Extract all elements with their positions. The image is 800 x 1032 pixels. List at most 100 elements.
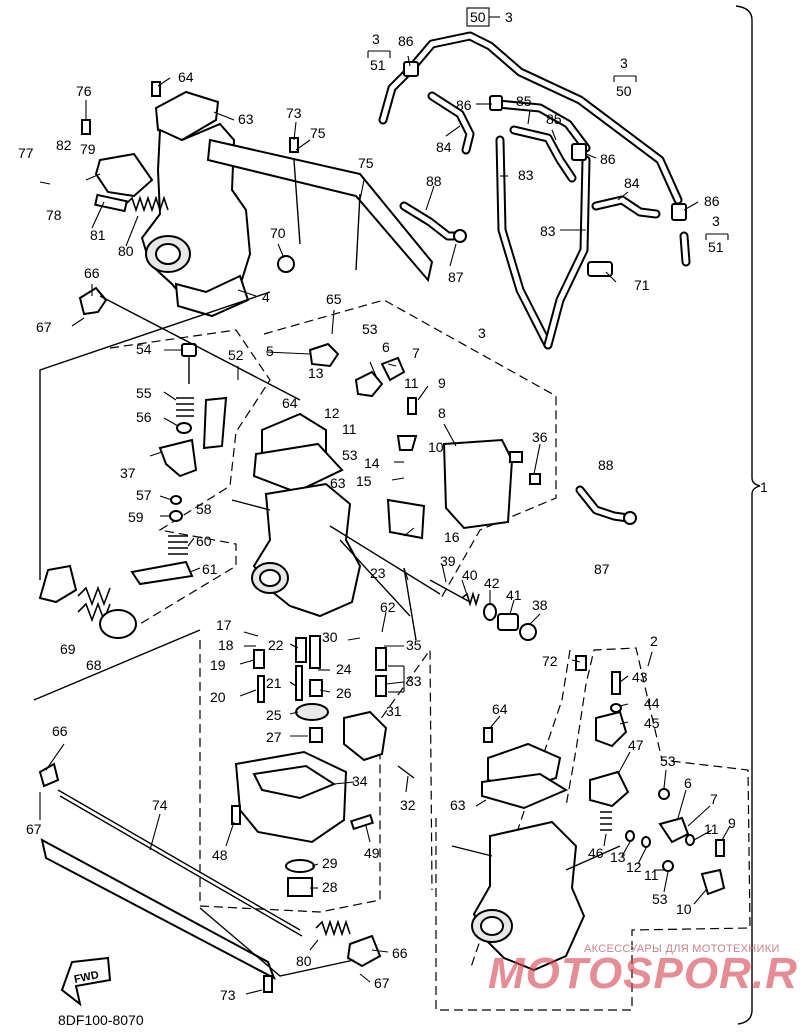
callout-66: 66 xyxy=(52,723,68,739)
callout-43: 43 xyxy=(632,669,648,685)
callout-37: 37 xyxy=(120,465,136,481)
callout-60: 60 xyxy=(196,533,212,549)
callout-64: 64 xyxy=(282,395,298,411)
callout-53: 53 xyxy=(652,891,668,907)
callout-76: 76 xyxy=(76,83,92,99)
callout-1: 1 xyxy=(760,479,768,495)
vent-hoses xyxy=(378,31,691,525)
throttle-shaft xyxy=(38,762,382,993)
callout-70: 70 xyxy=(270,225,286,241)
callout-12: 12 xyxy=(324,405,340,421)
callout-25: 25 xyxy=(266,707,282,723)
callout-18: 18 xyxy=(218,637,234,653)
callout-9: 9 xyxy=(438,375,446,391)
callout-22: 22 xyxy=(268,637,284,653)
callout-63: 63 xyxy=(330,475,346,491)
callout-53: 53 xyxy=(660,753,676,769)
callout-75: 75 xyxy=(310,125,326,141)
callout-30: 30 xyxy=(322,629,338,645)
callout-67: 67 xyxy=(374,975,390,991)
callout-88: 88 xyxy=(598,457,614,473)
callout-87: 87 xyxy=(448,269,464,285)
leader-lines xyxy=(39,55,731,995)
callout-34: 34 xyxy=(352,773,368,789)
callout-72: 72 xyxy=(542,653,558,669)
callout-29: 29 xyxy=(322,855,338,871)
callout-59: 59 xyxy=(128,509,144,525)
callout-11: 11 xyxy=(404,375,419,391)
connecting-lines xyxy=(33,291,301,701)
callout-12: 12 xyxy=(626,859,642,875)
callout-14: 14 xyxy=(364,455,380,471)
callout-78: 78 xyxy=(46,207,62,223)
callout-85: 85 xyxy=(546,111,562,127)
callout-67: 67 xyxy=(26,821,42,837)
callout-77: 77 xyxy=(18,145,34,161)
callout-71: 71 xyxy=(634,277,650,293)
callout-31: 31 xyxy=(386,703,402,719)
callout-55: 55 xyxy=(136,385,152,401)
callout-3: 3 xyxy=(478,325,486,341)
callout-63: 63 xyxy=(238,111,254,127)
callout-27: 27 xyxy=(266,729,282,745)
callout-87: 87 xyxy=(594,561,610,577)
callout-86: 86 xyxy=(456,97,472,113)
callout-28: 28 xyxy=(322,879,338,895)
callout-86: 86 xyxy=(600,151,616,167)
callout-2: 2 xyxy=(650,633,658,649)
callout-35: 35 xyxy=(406,637,422,653)
callout-42: 42 xyxy=(484,575,500,591)
callout-13: 13 xyxy=(610,849,626,865)
callout-10: 10 xyxy=(428,439,444,455)
callout-7: 7 xyxy=(710,791,718,807)
callout-80: 80 xyxy=(296,953,312,969)
callout-83: 83 xyxy=(540,223,556,239)
callout-52: 52 xyxy=(228,347,244,363)
callout-82: 82 xyxy=(56,137,72,153)
callout-57: 57 xyxy=(136,487,152,503)
top-carburetor xyxy=(78,81,434,318)
middle-carburetor-exploded xyxy=(38,299,557,913)
callout-65: 65 xyxy=(326,291,342,307)
callout-79: 79 xyxy=(80,141,96,157)
callout-73: 73 xyxy=(220,987,236,1003)
watermark-brand: MOTOSPOR.RU xyxy=(488,949,800,998)
callout-74: 74 xyxy=(152,797,168,813)
fwd-arrow: FWD xyxy=(60,956,112,1007)
callout-51: 51 xyxy=(708,239,724,255)
callout-48: 48 xyxy=(212,847,228,863)
watermark: АКСЕССУАРЫ ДЛЯ МОТОТЕХНИКИ MOTOSPOR.RU xyxy=(488,943,800,1023)
callout-15: 15 xyxy=(356,473,372,489)
callout-88: 88 xyxy=(426,173,442,189)
callout-75: 75 xyxy=(358,155,374,171)
callout-53: 53 xyxy=(342,447,358,463)
callout-58: 58 xyxy=(196,501,212,517)
callout-39: 39 xyxy=(440,553,456,569)
callout-40: 40 xyxy=(462,567,478,583)
callout-66: 66 xyxy=(392,945,408,961)
callout-36: 36 xyxy=(532,429,548,445)
fwd-label: FWD xyxy=(73,969,100,986)
callout-8: 8 xyxy=(438,405,446,421)
callout-6: 6 xyxy=(382,339,390,355)
callout-17: 17 xyxy=(216,617,232,633)
callout-41: 41 xyxy=(506,587,522,603)
callout-3: 3 xyxy=(505,9,513,25)
callout-23: 23 xyxy=(370,565,386,581)
callout-64: 64 xyxy=(492,701,508,717)
callout-83: 83 xyxy=(518,167,534,183)
callout-10: 10 xyxy=(676,901,692,917)
callout-51: 51 xyxy=(370,57,386,73)
callout-5: 5 xyxy=(266,343,274,359)
callout-44: 44 xyxy=(644,695,660,711)
callout-3: 3 xyxy=(372,31,380,47)
callout-33: 33 xyxy=(406,673,422,689)
callout-67: 67 xyxy=(36,319,52,335)
callout-56: 56 xyxy=(136,409,152,425)
callout-32: 32 xyxy=(400,797,416,813)
callout-46: 46 xyxy=(588,845,604,861)
callout-69: 69 xyxy=(60,641,76,657)
callout-73: 73 xyxy=(286,105,302,121)
callout-3: 3 xyxy=(712,213,720,229)
callout-54: 54 xyxy=(136,341,152,357)
